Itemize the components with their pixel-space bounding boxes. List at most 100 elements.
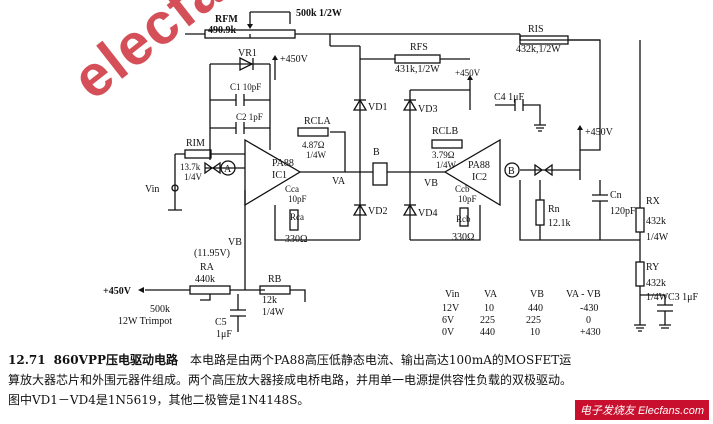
vplus-4: +450V — [585, 127, 614, 138]
table-header-diff: VA - VB — [566, 289, 601, 300]
caption-line-2: 算放大器芯片和外围元器件组成。两个高压放大器接成电桥电路，并用单一电源提供容性负… — [8, 373, 573, 387]
c2-label: C2 1pF — [236, 112, 263, 122]
node-b-circle — [504, 162, 520, 178]
ic2-opamp — [443, 138, 501, 207]
rca-resistor — [289, 209, 299, 231]
rx-resistor — [635, 207, 645, 233]
ic1-opamp — [244, 138, 302, 207]
watermark-badge: 电子发烧友 Elecfans.com — [574, 400, 709, 420]
caption-line-1: 本电路是由两个PA88高压低静态电流、输出高达100mA的MOSFET运 — [190, 353, 572, 367]
cca-label: Cca — [285, 184, 299, 194]
rn-resistor — [535, 199, 545, 226]
table-cell: 12V — [442, 303, 460, 314]
table-header-vb: VB — [530, 289, 544, 300]
rim-power: 1/4V — [184, 172, 203, 182]
rcla-power: 1/4W — [306, 150, 327, 160]
vr1-label: VR1 — [238, 48, 257, 59]
trimpot-value: 500k — [150, 304, 170, 315]
table-cell: 440 — [480, 327, 495, 338]
rcb-label: Rcb — [456, 214, 471, 224]
vd4-label: VD4 — [418, 208, 437, 219]
c1-label: C1 10pF — [230, 82, 261, 92]
caption-number: 12.71 — [8, 353, 46, 367]
caption-line-3: 图中VD1－VD4是1N5619，其他二极管是1N4148S。 — [8, 393, 310, 407]
rcla-resistor — [297, 127, 329, 137]
rclb-power: 1/4W — [436, 160, 457, 170]
voltage-table: Vin VA VB VA - VB 12V 10 440 -430 6V 225… — [442, 289, 601, 338]
ra-label: RA — [200, 262, 215, 273]
ry-value: 432k — [646, 278, 666, 289]
ccb-label: Ccb — [455, 184, 470, 194]
table-header-vin: Vin — [445, 289, 459, 300]
cca-value: 10pF — [288, 194, 307, 204]
rb-label: RB — [268, 274, 282, 285]
rn-label: Rn — [548, 204, 560, 215]
vin-label: Vin — [145, 184, 159, 195]
ic1-ref: IC1 — [272, 170, 287, 181]
table-cell: 225 — [480, 315, 495, 326]
ris-value: 432k,1/2W — [516, 44, 561, 55]
c5-label: C5 — [215, 317, 227, 328]
vplus-1: +450V — [280, 54, 309, 65]
c3-label: C3 1μF — [668, 292, 699, 303]
va-label: VA — [332, 176, 346, 187]
rfm-value: 490.9k — [208, 25, 237, 36]
table-cell: 10 — [484, 303, 494, 314]
table-header-va: VA — [484, 289, 498, 300]
rim-value: 13.7k — [180, 162, 201, 172]
table-cell: 0 — [586, 315, 591, 326]
rb-power: 1/4W — [262, 307, 285, 318]
table-cell: +430 — [580, 327, 601, 338]
cn-label: Cn — [610, 190, 622, 201]
rcla-label: RCLA — [304, 116, 331, 127]
rfs-label: RFS — [410, 42, 428, 53]
table-cell: 0V — [442, 327, 455, 338]
rn-value: 12.1k — [548, 218, 571, 229]
vb-label-left: VB — [228, 237, 242, 248]
node-a-label: A — [224, 164, 232, 175]
rclb-resistor — [431, 139, 463, 149]
rx-power: 1/4W — [646, 232, 669, 243]
rx-label: RX — [646, 196, 661, 207]
vd1-label: VD1 — [368, 102, 387, 113]
schematic-diagram: RFM 490.9k 500k 1/2W RIS 432k,1/2W RFS 4… — [103, 8, 699, 340]
pot-top-value: 500k 1/2W — [296, 8, 342, 19]
rfm-label: RFM — [215, 14, 238, 25]
rclb-value: 3.79Ω — [432, 150, 455, 160]
load-b — [372, 162, 388, 186]
rim-resistor — [184, 149, 212, 159]
node-b-label: B — [508, 166, 515, 177]
ic2-part: PA88 — [468, 160, 490, 171]
rcla-value: 4.87Ω — [302, 140, 325, 150]
rfs-resistor — [394, 54, 441, 64]
c4-label: C4 1μF — [494, 92, 525, 103]
ra-value: 440k — [195, 274, 215, 285]
ry-label: RY — [646, 262, 659, 273]
rcb-resistor — [459, 207, 469, 227]
vb-label-right: VB — [424, 178, 438, 189]
vd3-label: VD3 — [418, 104, 437, 115]
vplus-3: +450V — [455, 68, 481, 78]
vd2-label: VD2 — [368, 206, 387, 217]
c5-value: 1μF — [216, 329, 232, 340]
figure-caption: 12.71 860VPP压电驱动电路本电路是由两个PA88高压低静态电流、输出高达… — [8, 350, 708, 410]
ry-power: 1/4W — [646, 292, 669, 303]
rx-value: 432k — [646, 216, 666, 227]
rcb-value: 330Ω — [452, 232, 474, 243]
table-cell: -430 — [580, 303, 598, 314]
ic2-ref: IC2 — [472, 172, 487, 183]
table-cell: 440 — [528, 303, 543, 314]
rb-value: 12k — [262, 295, 277, 306]
table-cell: 225 — [526, 315, 541, 326]
rim-label: RIM — [186, 138, 205, 149]
table-cell: 6V — [442, 315, 455, 326]
caption-title: 860VPP压电驱动电路 — [53, 353, 178, 367]
vb-value: (11.95V) — [194, 248, 230, 259]
table-cell: 10 — [530, 327, 540, 338]
load-b-label: B — [373, 147, 380, 158]
ccb-value: 10pF — [458, 194, 477, 204]
vplus-2: +450V — [103, 286, 132, 297]
rclb-label: RCLB — [432, 126, 458, 137]
trimpot-desc: 12W Trimpot — [118, 316, 172, 327]
rca-label: Rca — [290, 212, 304, 222]
